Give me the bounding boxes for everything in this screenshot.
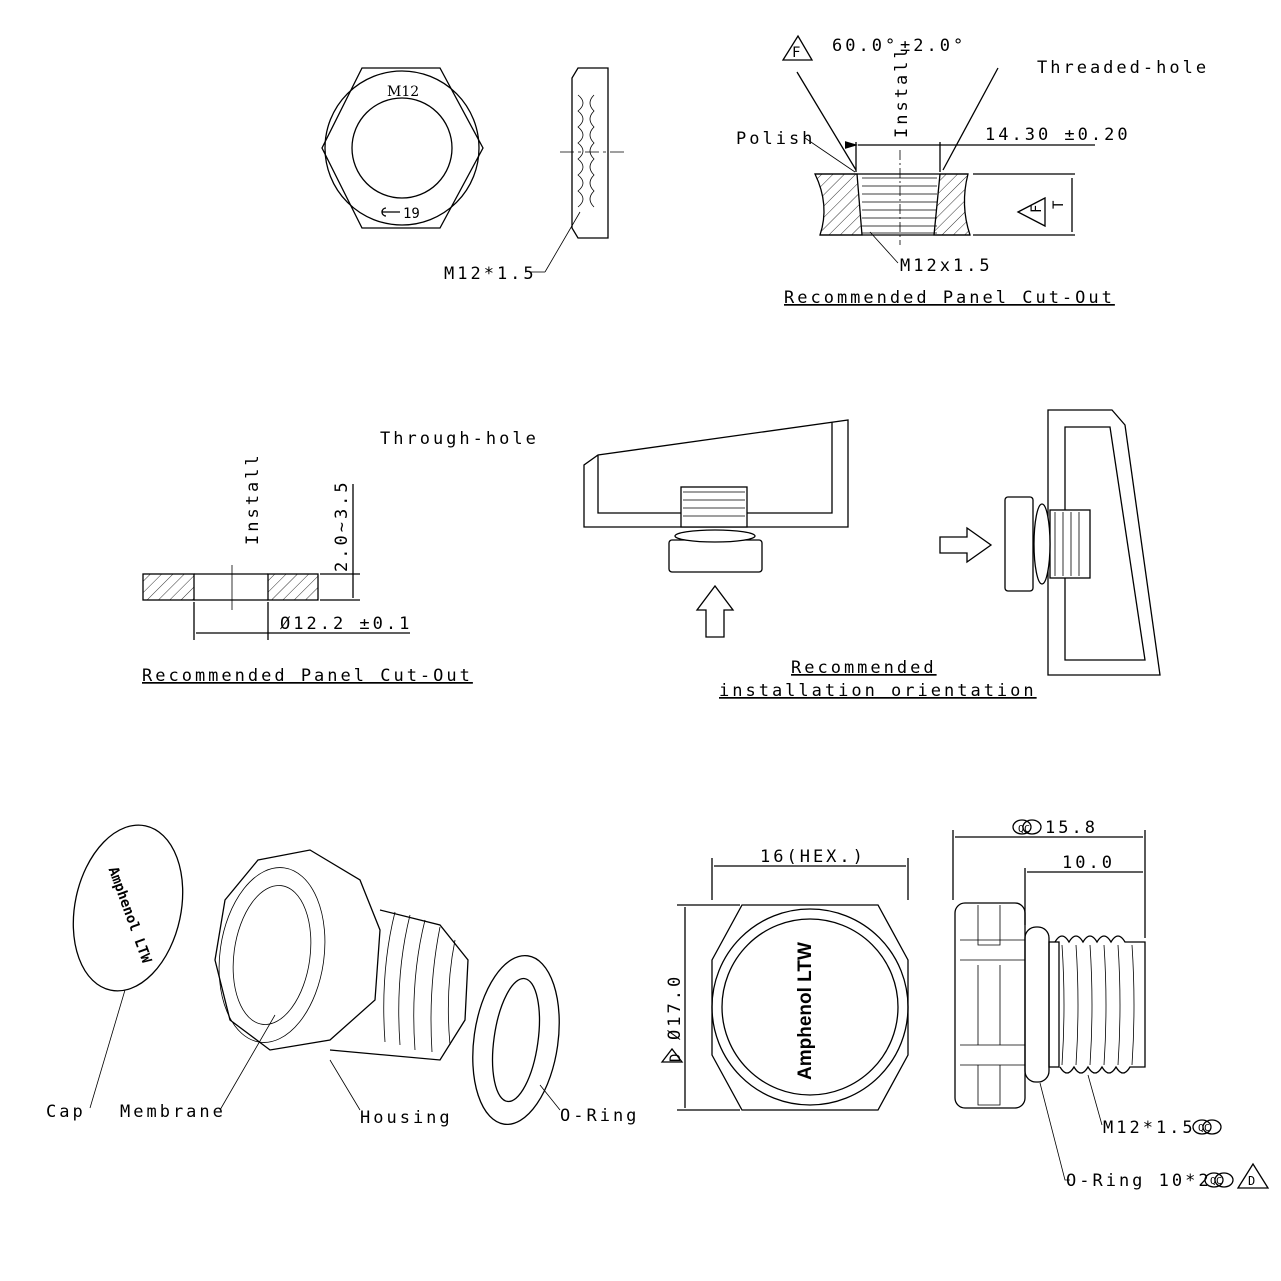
qc-symbol: QC (1018, 824, 1030, 835)
datum-f-label: F (792, 45, 801, 61)
through-diameter-label: Ø12.2 ±0.1 (280, 614, 412, 634)
angle-tolerance-label: ±2.0° (900, 36, 966, 56)
housing-label: Housing (360, 1108, 453, 1128)
wrench-icon (381, 207, 400, 217)
datum-f-label-2: F (1029, 204, 1045, 213)
orientation-caption-line1: Recommended (791, 658, 937, 678)
through-hole-cutout: Through-hole Install 2.0~3.5 Ø12.2 ±0.1 … (142, 429, 539, 686)
overall-length-label: 15.8 (1045, 818, 1098, 838)
nut-front-view: M12 19 (321, 67, 484, 229)
exploded-view: Amphenol LTW Cap Membrane Housing O-Ring (46, 824, 639, 1128)
angle-label: 60.0° (832, 36, 898, 56)
installation-orientation: Recommended installation orientation (583, 409, 1161, 701)
nut-side-view: M12*1.5 (444, 67, 625, 284)
side-oring-label: O-Ring 10*2 (1066, 1171, 1212, 1191)
qc-symbol-oring: QC (1210, 1176, 1222, 1187)
front-view: Amphenol LTW 16(HEX.) D Ø17.0 (660, 847, 909, 1111)
thread-length-label: 10.0 (1062, 853, 1115, 873)
through-install-label: Install (243, 452, 263, 545)
datum-d-side: D (1248, 1174, 1255, 1188)
side-view: QC 15.8 10.0 M12*1.5 QC O-Ring 10*2 QC D (952, 818, 1270, 1191)
oring-label: O-Ring (560, 1106, 639, 1126)
hex-size-label: 16(HEX.) (760, 847, 866, 867)
wrench-size-label: 19 (403, 206, 420, 222)
cap-label: Cap (46, 1102, 86, 1122)
side-thread-label: M12*1.5 (1103, 1118, 1196, 1138)
threaded-hole-cutout: F F T 60.0° ±2.0° Threaded-hole Install … (736, 34, 1209, 308)
hole-thread-label: M12x1.5 (900, 256, 993, 276)
datum-d-front: D (668, 1053, 684, 1062)
through-hole-title: Through-hole (380, 429, 539, 449)
membrane-label: Membrane (120, 1102, 226, 1122)
orientation-caption-line2: installation orientation (719, 681, 1037, 701)
qc-symbol-thread: QC (1198, 1123, 1210, 1134)
threaded-hole-caption: Recommended Panel Cut-Out (784, 288, 1115, 308)
nut-face-label: M12 (387, 84, 419, 100)
arrow-right-icon (939, 526, 993, 564)
polish-label: Polish (736, 129, 815, 149)
front-logo: Amphenol LTW (795, 942, 816, 1080)
threaded-hole-title: Threaded-hole (1037, 58, 1209, 78)
hole-diameter-label: 14.30 ±0.20 (985, 125, 1131, 145)
through-hole-caption: Recommended Panel Cut-Out (142, 666, 473, 686)
thickness-label: T (1051, 200, 1067, 209)
arrow-up-icon (695, 584, 735, 638)
body-diameter-label: Ø17.0 (665, 974, 685, 1040)
nut-thread-callout: M12*1.5 (444, 264, 537, 284)
install-label: Install (892, 45, 912, 138)
panel-thickness-label: 2.0~3.5 (332, 479, 352, 572)
